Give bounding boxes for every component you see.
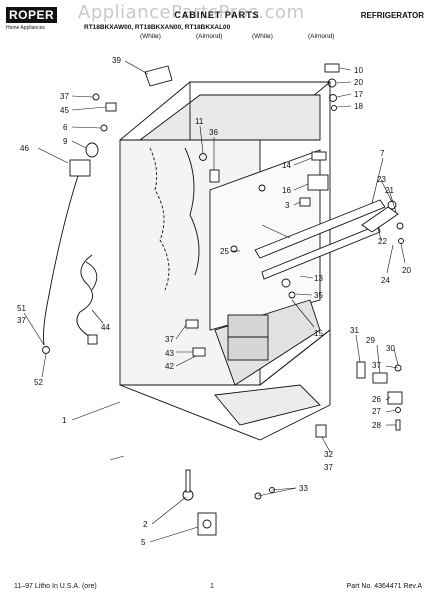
callout-30: 30 xyxy=(386,344,395,353)
brand-name: ROPER xyxy=(6,7,58,23)
callout-37: 37 xyxy=(372,361,381,370)
model-colors: (White) (Almond) (White) (Almond) xyxy=(140,33,364,40)
callout-13: 13 xyxy=(314,274,323,283)
callout-52: 52 xyxy=(34,378,43,387)
brand-subtitle: Home Appliances xyxy=(6,25,45,31)
callout-2: 2 xyxy=(143,520,148,529)
page-header: ROPER Home Appliances AppliancePartsPros… xyxy=(0,0,434,48)
callout-27: 27 xyxy=(372,407,381,416)
callout-14: 14 xyxy=(282,161,291,170)
cabinet-rail xyxy=(254,199,386,280)
callout-33: 33 xyxy=(299,484,308,493)
page-footer: 11–97 Litho In U.S.A. (ore) 1 Part No. 4… xyxy=(0,580,434,598)
leader-lines xyxy=(23,60,406,543)
callout-46: 46 xyxy=(20,144,29,153)
callout-43: 43 xyxy=(165,349,174,358)
top-hinge-parts xyxy=(144,63,340,111)
footer-part-number: Part No. 4364471 Rev.A xyxy=(346,583,422,590)
center-parts xyxy=(199,151,329,299)
power-cord xyxy=(76,254,98,345)
callout-22: 22 xyxy=(378,237,387,246)
cabinet-shell xyxy=(119,81,331,441)
callout-1: 1 xyxy=(62,416,67,425)
leveling-parts xyxy=(182,469,275,536)
callout-31: 31 xyxy=(350,326,359,335)
callout-7: 7 xyxy=(380,149,385,158)
callout-5: 5 xyxy=(141,538,146,547)
inner-parts xyxy=(185,319,206,357)
color-label: (White) xyxy=(140,33,161,40)
hinge-assembly xyxy=(361,200,404,244)
left-side-parts xyxy=(42,93,117,354)
callout-37: 37 xyxy=(17,316,26,325)
callout-3: 3 xyxy=(285,201,290,210)
callout-32: 32 xyxy=(324,450,333,459)
callout-15: 15 xyxy=(314,329,323,338)
callout-45: 45 xyxy=(60,106,69,115)
callout-18: 18 xyxy=(354,102,363,111)
callout-42: 42 xyxy=(165,362,174,371)
callout-21: 21 xyxy=(385,186,394,195)
brand-logo: ROPER Home Appliances xyxy=(6,6,68,32)
color-label: (Almond) xyxy=(308,33,335,40)
callout-37: 37 xyxy=(60,92,69,101)
callout-20: 20 xyxy=(354,78,363,87)
callout-17: 17 xyxy=(354,90,363,99)
callout-labels: 39 10 20 17 18 37 45 6 9 46 11 36 14 7 1… xyxy=(17,56,411,547)
callout-44: 44 xyxy=(101,323,110,332)
callout-28: 28 xyxy=(372,421,381,430)
color-label: (Almond) xyxy=(196,33,223,40)
exploded-parts-diagram: 39 10 20 17 18 37 45 6 9 46 11 36 14 7 1… xyxy=(17,56,411,547)
callout-36: 36 xyxy=(209,128,218,137)
callout-9: 9 xyxy=(63,137,68,146)
callout-39: 39 xyxy=(112,56,121,65)
callout-51: 51 xyxy=(17,304,26,313)
callout-23: 23 xyxy=(377,175,386,184)
callout-10: 10 xyxy=(354,66,363,75)
callout-16: 16 xyxy=(282,186,291,195)
category-label: REFRIGERATOR xyxy=(360,11,424,20)
page-title: CABINET PARTS xyxy=(174,10,260,20)
lower-hinge-parts xyxy=(315,361,403,438)
callout-37: 37 xyxy=(324,463,333,472)
footer-page-number: 1 xyxy=(210,583,214,590)
callout-35: 35 xyxy=(314,291,323,300)
model-numbers: RT18BKXAW00, RT18BKXAN00, RT18BKXAL00 xyxy=(84,24,231,31)
footer-print-info: 11–97 Litho In U.S.A. (ore) xyxy=(14,583,97,590)
watermark: AppliancePartsPros.com xyxy=(78,2,305,23)
callout-26: 26 xyxy=(372,395,381,404)
callout-11: 11 xyxy=(195,117,204,126)
callout-37: 37 xyxy=(165,335,174,344)
callout-6: 6 xyxy=(63,123,68,132)
color-label: (White) xyxy=(252,33,273,40)
callout-29: 29 xyxy=(366,336,375,345)
callout-20: 20 xyxy=(402,266,411,275)
callout-24: 24 xyxy=(381,276,390,285)
callout-25: 25 xyxy=(220,247,229,256)
